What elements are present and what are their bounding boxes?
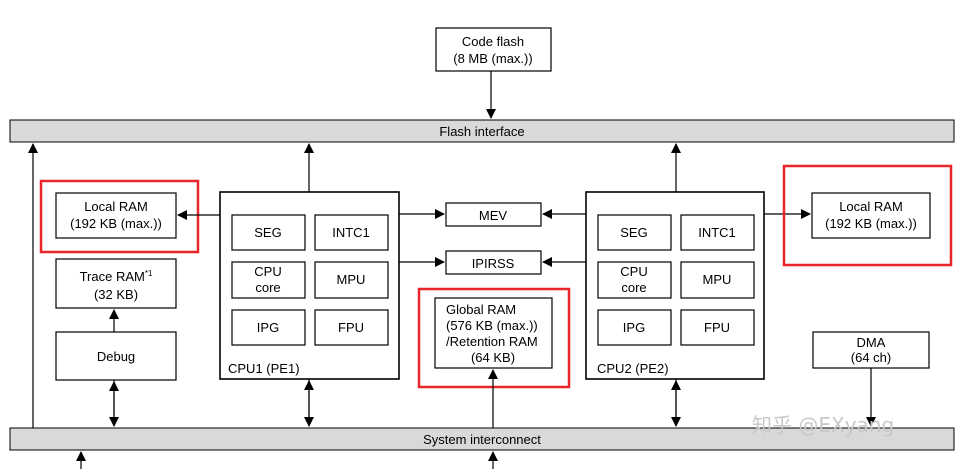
global-ram-block: Global RAM (576 KB (max.)) /Retention RA…	[417, 287, 571, 389]
debug-block: Debug	[55, 331, 177, 381]
cpu2-seg-label: SEG	[620, 225, 647, 240]
retention-ram-label: /Retention RAM	[446, 334, 538, 349]
ipirss-label: IPIRSS	[472, 256, 515, 271]
cpu2-intc1-label: INTC1	[698, 225, 736, 240]
local-ram-left-label: Local RAM	[84, 199, 148, 214]
system-interconnect-bus: System interconnect	[9, 427, 955, 451]
dma-label: DMA	[857, 335, 886, 350]
flash-interface-bus: Flash interface	[9, 119, 955, 143]
global-ram-label: Global RAM	[446, 302, 516, 317]
cpu1-label: CPU1 (PE1)	[228, 361, 300, 376]
local-ram-left-highlight	[39, 179, 200, 254]
cpu2-core-label: CPU	[620, 264, 647, 279]
local-ram-left-block: Local RAM (192 KB (max.))	[39, 179, 200, 254]
trace-ram-size: (32 KB)	[94, 287, 138, 302]
code-flash-block: Code flash (8 MB (max.))	[435, 27, 552, 72]
cpu1-fpu-label: FPU	[338, 320, 364, 335]
global-ram-highlight	[417, 287, 571, 389]
mev-block: MEV	[445, 202, 542, 227]
cpu2-fpu-label: FPU	[704, 320, 730, 335]
cpu1-ipg-label: IPG	[257, 320, 279, 335]
cpu1-seg-label: SEG	[254, 225, 281, 240]
dma-block: DMA (64 ch)	[812, 331, 930, 369]
debug-label: Debug	[97, 349, 135, 364]
cpu1-intc1-label: INTC1	[332, 225, 370, 240]
dma-channels: (64 ch)	[851, 350, 891, 365]
code-flash-label: Code flash	[462, 34, 524, 49]
trace-ram-label: Trace RAM*1	[80, 269, 153, 284]
system-interconnect-label: System interconnect	[423, 432, 541, 447]
cpu1-block: SEG INTC1 CPU core MPU IPG FPU CPU1 (PE1…	[219, 191, 400, 380]
local-ram-left-size: (192 KB (max.))	[70, 216, 162, 231]
cpu2-ipg-label: IPG	[623, 320, 645, 335]
cpu1-core-label-2: core	[255, 280, 280, 295]
watermark-text: 知乎 @EXyang	[752, 413, 894, 437]
cpu2-label: CPU2 (PE2)	[597, 361, 669, 376]
code-flash-size: (8 MB (max.))	[453, 51, 532, 66]
local-ram-right-highlight	[782, 164, 953, 267]
cpu2-block: SEG INTC1 CPU core MPU IPG FPU CPU2 (PE2…	[585, 191, 765, 380]
mev-label: MEV	[479, 208, 508, 223]
trace-ram-block: Trace RAM*1 (32 KB)	[55, 258, 177, 309]
cpu1-core-label: CPU	[254, 264, 281, 279]
local-ram-right-size: (192 KB (max.))	[825, 216, 917, 231]
ipirss-block: IPIRSS	[445, 250, 542, 275]
local-ram-right-label: Local RAM	[839, 199, 903, 214]
cpu2-mpu-label: MPU	[703, 272, 732, 287]
retention-ram-size: (64 KB)	[471, 350, 515, 365]
local-ram-right-block: Local RAM (192 KB (max.))	[782, 164, 953, 267]
flash-interface-label: Flash interface	[439, 124, 524, 139]
global-ram-size: (576 KB (max.))	[446, 318, 538, 333]
cpu1-mpu-label: MPU	[337, 272, 366, 287]
cpu2-core-label-2: core	[621, 280, 646, 295]
trace-ram-footnote: *1	[145, 269, 153, 278]
